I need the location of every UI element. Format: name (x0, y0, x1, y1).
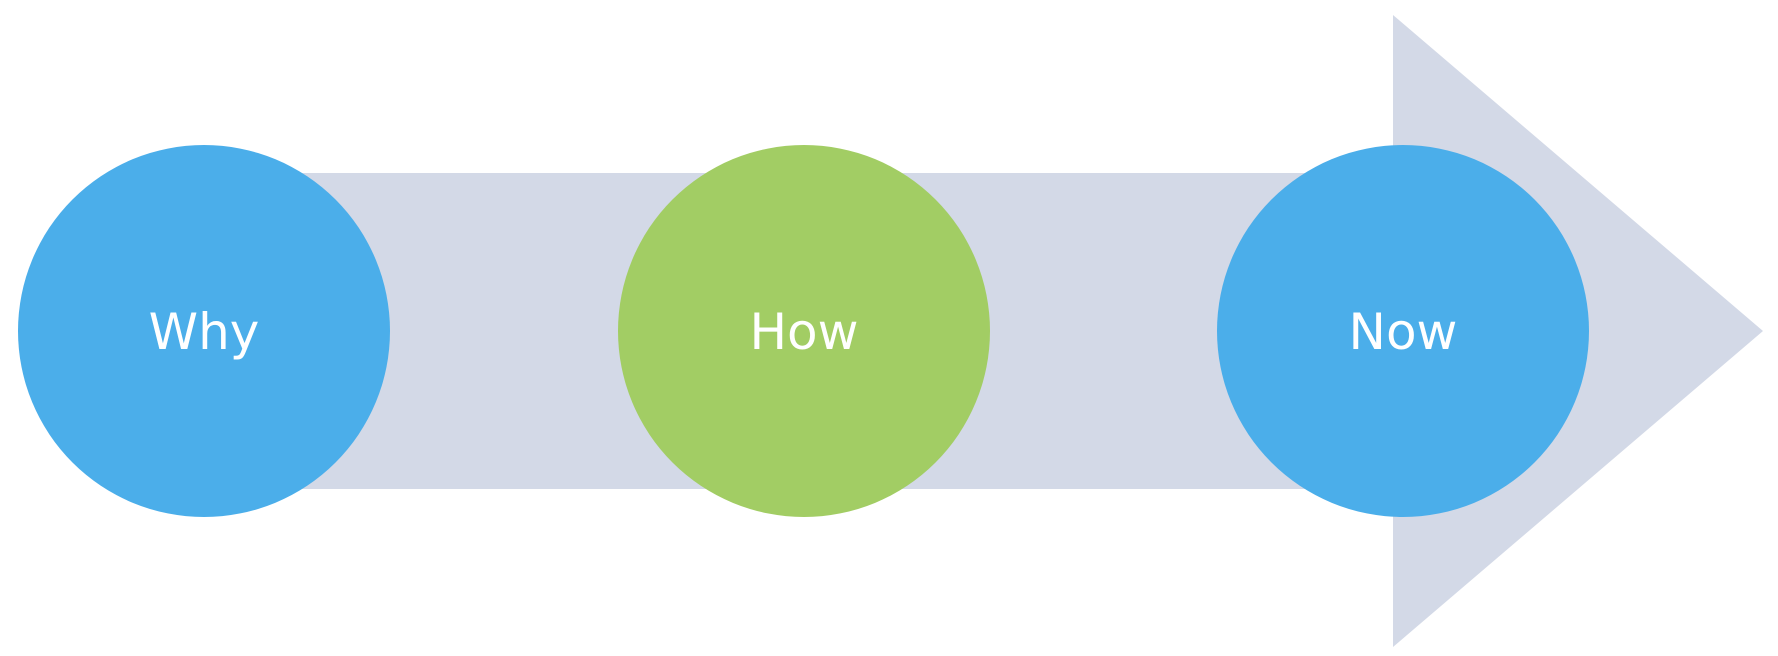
node-why-circle (18, 145, 390, 517)
node-how: How (618, 145, 990, 517)
node-now: Now (1217, 145, 1589, 517)
node-why: Why (18, 145, 390, 517)
node-now-circle (1217, 145, 1589, 517)
node-how-circle (618, 145, 990, 517)
node-now-label: Now (1349, 303, 1458, 361)
node-how-label: How (749, 303, 858, 361)
node-why-label: Why (149, 303, 260, 361)
